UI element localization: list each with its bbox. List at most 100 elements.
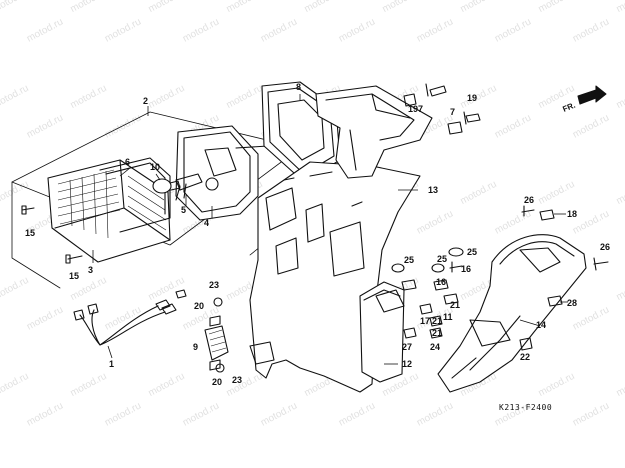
watermark-text: motod.ru <box>147 371 187 399</box>
part-label-4: 4 <box>204 218 209 228</box>
part-label-23b: 23 <box>232 375 242 385</box>
watermark-text: motod.ru <box>259 16 299 44</box>
watermark-text: motod.ru <box>571 304 611 332</box>
tail-light-lens <box>47 159 171 263</box>
part-label-19b: 19 <box>467 93 477 103</box>
watermark-text: motod.ru <box>537 179 577 207</box>
part-label-11: 11 <box>443 312 453 322</box>
part-label-16b: 16 <box>436 277 446 287</box>
watermark-text: motod.ru <box>147 0 187 15</box>
part-label-12: 12 <box>402 359 412 369</box>
watermark-text: motod.ru <box>25 16 65 44</box>
diagram-code: K213-F2400 <box>499 403 552 412</box>
watermark-text: motod.ru <box>459 83 499 111</box>
part-label-21b: 21 <box>432 316 442 326</box>
watermark-text: motod.ru <box>615 371 625 399</box>
part-label-3: 3 <box>88 265 93 275</box>
watermark-text: motod.ru <box>337 16 377 44</box>
watermark-text: motod.ru <box>571 400 611 428</box>
watermark-text: motod.ru <box>0 275 31 303</box>
part-label-21a: 21 <box>450 300 460 310</box>
part-label-8: 8 <box>296 82 301 92</box>
watermark-text: motod.ru <box>69 371 109 399</box>
tail-light-base <box>175 125 277 221</box>
watermark-text: motod.ru <box>25 304 65 332</box>
part-label-9: 9 <box>193 342 198 352</box>
watermark-text: motod.ru <box>381 0 421 15</box>
part-label-15b: 15 <box>69 271 79 281</box>
part-labels: 1 2 3 4 5 6 7 7 8 9 10 11 12 13 14 15 15… <box>25 82 610 387</box>
part-label-16a: 16 <box>461 264 471 274</box>
watermark-text: motod.ru <box>0 0 31 15</box>
part-label-25b: 25 <box>404 255 414 265</box>
watermark-text: motod.ru <box>0 371 31 399</box>
lens-screw <box>21 205 83 264</box>
part-label-14: 14 <box>536 320 546 330</box>
fender-upper-mount <box>315 85 433 179</box>
rear-fender-lower <box>437 234 587 393</box>
part-label-2: 2 <box>143 96 148 106</box>
watermark-text: motod.ru <box>103 400 143 428</box>
watermark-text: motod.ru <box>493 208 533 236</box>
fr-marker: FR. <box>561 101 576 114</box>
watermark-text: motod.ru <box>571 208 611 236</box>
watermark-text: motod.ru <box>493 112 533 140</box>
lens-gasket <box>99 157 171 233</box>
bulb <box>152 178 181 194</box>
watermark-text: motod.ru <box>25 400 65 428</box>
part-label-24: 24 <box>430 342 440 352</box>
part-label-18: 18 <box>567 209 577 219</box>
part-label-10: 10 <box>150 162 160 172</box>
front-direction-arrow <box>577 85 607 105</box>
watermark-text: motod.ru <box>303 0 343 15</box>
watermark-text: motod.ru <box>415 16 455 44</box>
watermark-text: motod.ru <box>0 83 31 111</box>
watermark-text: motod.ru <box>103 112 143 140</box>
part-label-7b: 7 <box>450 107 455 117</box>
watermark-text: motod.ru <box>615 83 625 111</box>
part-label-13: 13 <box>428 185 438 195</box>
watermark-text: motod.ru <box>615 275 625 303</box>
part-label-19a: 19 <box>408 104 418 114</box>
watermark-text: motod.ru <box>415 400 455 428</box>
part-label-1: 1 <box>109 359 114 369</box>
leader-lines <box>92 94 568 365</box>
watermark-text: motod.ru <box>147 275 187 303</box>
wire-harness <box>73 289 187 346</box>
watermark-text: motod.ru <box>537 0 577 15</box>
part-label-28: 28 <box>567 298 577 308</box>
part-label-21c: 21 <box>432 328 442 338</box>
part-label-15a: 15 <box>25 228 35 238</box>
watermark-text: motod.ru <box>415 208 455 236</box>
reflector-fasteners <box>209 297 225 373</box>
collars-and-bolts <box>403 83 481 135</box>
part-label-26b: 26 <box>600 242 610 252</box>
watermark-text: motod.ru <box>337 400 377 428</box>
fender-hardware <box>519 205 609 351</box>
part-label-20b: 20 <box>212 377 222 387</box>
watermark-text: motod.ru <box>615 0 625 15</box>
watermark-text: motod.ru <box>459 0 499 15</box>
watermark-text: motod.ru <box>181 400 221 428</box>
part-label-17: 17 <box>420 316 430 326</box>
part-label-26a: 26 <box>524 195 534 205</box>
part-label-25a: 25 <box>467 247 477 257</box>
part-label-7a: 7 <box>418 104 423 114</box>
rear-fender-bracket <box>249 161 421 393</box>
watermark-text: motod.ru <box>493 16 533 44</box>
watermark-text: motod.ru <box>225 0 265 15</box>
part-label-22: 22 <box>520 352 530 362</box>
plate-hardware <box>391 247 464 339</box>
watermark-text: motod.ru <box>537 371 577 399</box>
part-label-20a: 20 <box>194 301 204 311</box>
part-label-23a: 23 <box>209 280 219 290</box>
watermark-text: motod.ru <box>147 83 187 111</box>
rear-reflector <box>204 325 229 361</box>
watermark-text: motod.ru <box>103 16 143 44</box>
part-label-6: 6 <box>125 157 130 167</box>
watermark-text: motod.ru <box>571 16 611 44</box>
part-label-27: 27 <box>402 342 412 352</box>
watermark-text: motod.ru <box>571 112 611 140</box>
